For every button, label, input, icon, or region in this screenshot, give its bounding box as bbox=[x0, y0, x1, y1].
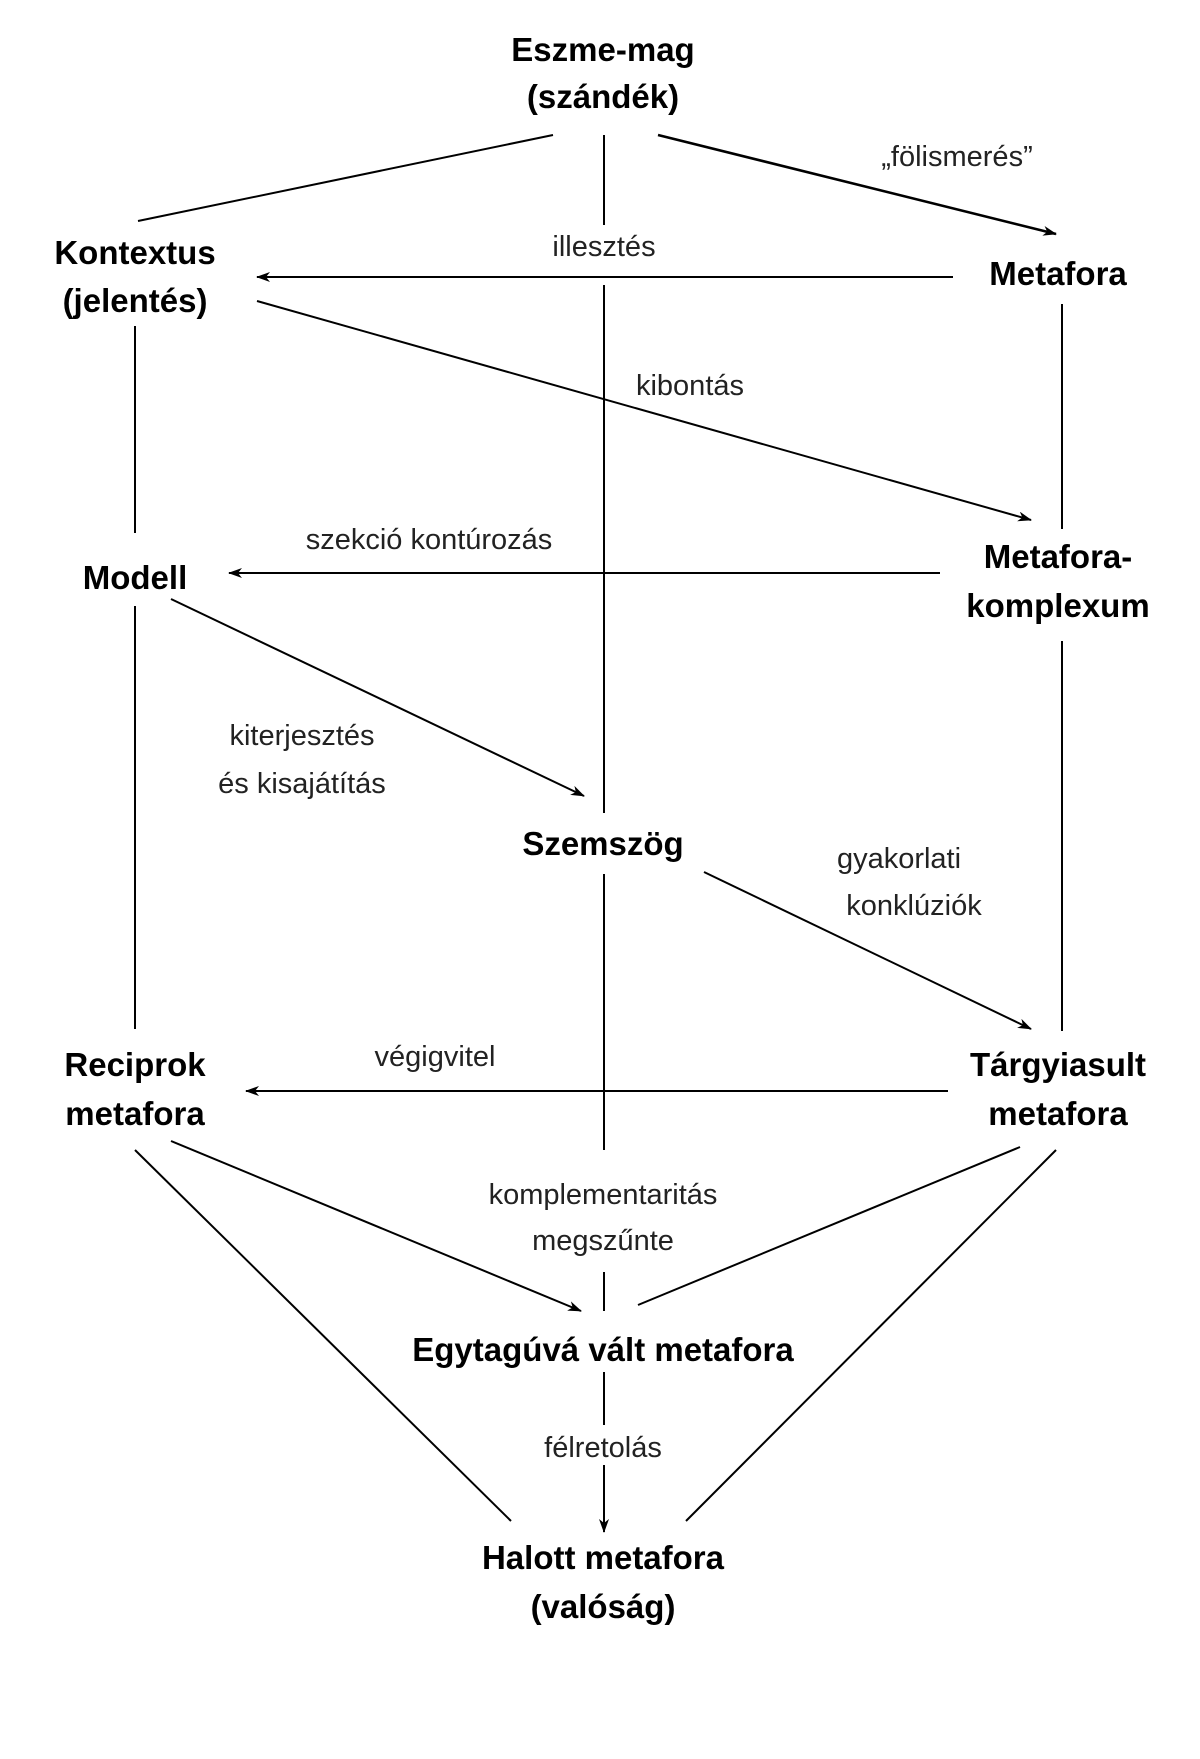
label-komplementaritas: komplementaritás bbox=[489, 1179, 718, 1211]
node-szemszog: Szemszög bbox=[522, 825, 683, 862]
label-szekcio-konturozas: szekció kontúrozás bbox=[306, 524, 553, 556]
node-halott-sub: (valóság) bbox=[531, 1588, 676, 1625]
node-modell: Modell bbox=[83, 559, 188, 596]
edge-targyiasult-halott bbox=[685, 1149, 1057, 1522]
arrow-eszme-metafora bbox=[657, 133, 1057, 236]
arrow-szemszog-targyiasult bbox=[703, 871, 1032, 1030]
node-metafora: Metafora bbox=[989, 255, 1127, 292]
node-metafora-komplexum: Metafora- bbox=[984, 538, 1133, 575]
arrow-reciprok-egytaguva bbox=[170, 1140, 582, 1312]
node-metafora-komplexum-2: komplexum bbox=[966, 587, 1149, 624]
label-megszunte: megszűnte bbox=[532, 1225, 674, 1257]
label-konkluziok: konklúziók bbox=[846, 890, 982, 922]
label-illesztes: illesztés bbox=[552, 231, 655, 263]
node-targyiasult-2: metafora bbox=[988, 1095, 1128, 1132]
edge-eszme-kontextus bbox=[137, 134, 554, 222]
node-reciprok-2: metafora bbox=[65, 1095, 205, 1132]
node-egytaguva: Egytagúvá vált metafora bbox=[412, 1331, 794, 1368]
node-reciprok: Reciprok bbox=[64, 1046, 206, 1083]
node-halott: Halott metafora bbox=[482, 1539, 725, 1576]
label-kisajatitas: és kisajátítás bbox=[218, 768, 386, 800]
label-folismeres: „fölismerés” bbox=[881, 141, 1032, 173]
node-kontextus-sub: (jelentés) bbox=[63, 282, 208, 319]
node-eszme-mag-sub: (szándék) bbox=[527, 78, 679, 115]
arrow-modell-szemszog bbox=[170, 598, 585, 797]
label-kiterjesztes: kiterjesztés bbox=[229, 720, 374, 752]
label-gyakorlati: gyakorlati bbox=[837, 843, 961, 875]
node-targyiasult: Tárgyiasult bbox=[970, 1046, 1146, 1083]
node-eszme-mag: Eszme-mag bbox=[511, 31, 694, 68]
node-kontextus: Kontextus bbox=[54, 234, 215, 271]
edge-targyiasult-egytaguva bbox=[637, 1146, 1021, 1306]
label-vegigvitel: végigvitel bbox=[375, 1041, 496, 1073]
label-kibontas: kibontás bbox=[636, 370, 744, 402]
arrow-kontextus-komplexum bbox=[256, 300, 1032, 522]
edge-reciprok-halott bbox=[134, 1149, 512, 1522]
label-felretolas: félretolás bbox=[544, 1432, 662, 1464]
